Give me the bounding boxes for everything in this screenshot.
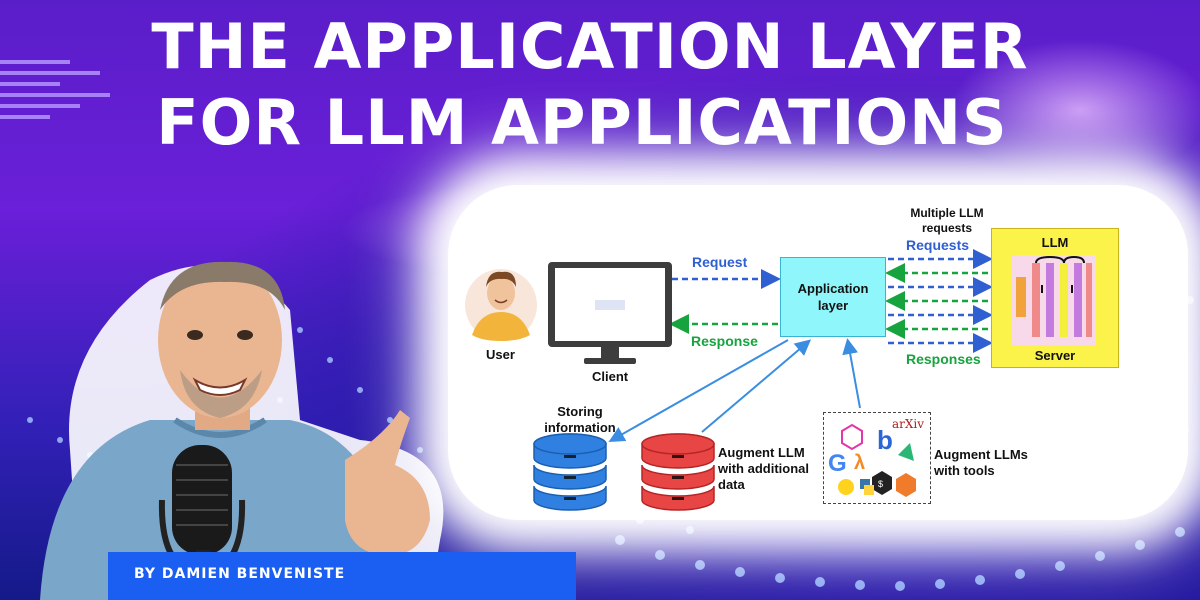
request-label: Request (692, 254, 748, 270)
application-layer-label: Application layer (797, 281, 869, 313)
augment-data-arrow (701, 339, 812, 433)
page-title-line-1: THE APPLICATION LAYER (151, 10, 1029, 83)
requests-label: Requests (906, 237, 970, 253)
transformer-architecture-icon (1012, 255, 1096, 345)
tool-logos-collage-icon: b G λ $ (828, 423, 916, 497)
response-label: Response (691, 333, 758, 349)
svg-text:$: $ (878, 479, 883, 489)
storing-information-label: Storing information (544, 404, 616, 435)
server-label: Server (1034, 348, 1076, 363)
svg-text:b: b (877, 425, 893, 455)
augment-tools-arrow (842, 338, 861, 409)
user-label: User (486, 347, 515, 362)
augment-llms-tools-label: Augment LLMs with tools (934, 447, 1028, 478)
storing-arrow (608, 339, 789, 442)
augment-llm-data-label: Augment LLM with additional data (718, 445, 809, 492)
tools-collage-box: b G λ $ arXiv (823, 412, 931, 504)
author-byline: BY DAMIEN BENVENISTE (134, 566, 346, 582)
decorative-stripes (0, 60, 110, 119)
multiple-requests-label: Multiple LLM requests (910, 206, 984, 235)
application-layer-box: Application layer (780, 257, 886, 337)
llm-server-box: LLM Server (991, 228, 1119, 368)
arxiv-logo: arXiv (892, 417, 925, 431)
client-label: Client (592, 369, 629, 384)
byline-banner: BY DAMIEN BENVENISTE (108, 552, 576, 600)
responses-label: Responses (906, 351, 981, 367)
llm-label: LLM (1041, 235, 1069, 250)
svg-text:G: G (828, 450, 847, 477)
page-title-line-2: FOR LLM APPLICATIONS (156, 86, 1008, 159)
svg-text:λ: λ (854, 452, 865, 474)
